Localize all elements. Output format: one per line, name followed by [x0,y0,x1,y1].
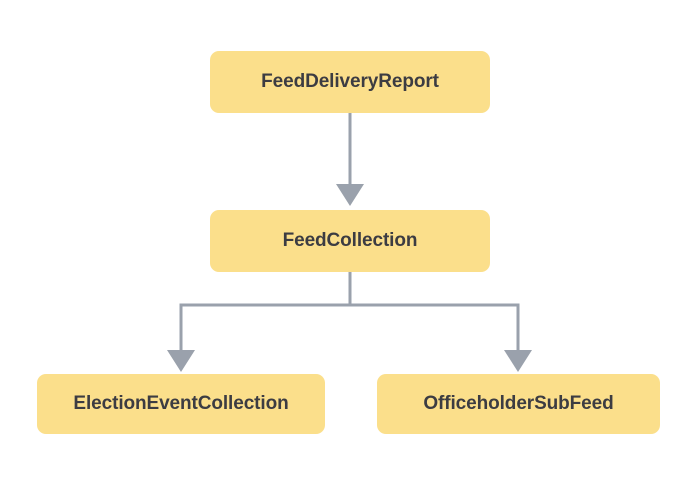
node-feed-delivery-report[interactable]: FeedDeliveryReport [210,51,490,113]
node-label: FeedDeliveryReport [261,70,439,92]
arrowhead-icon [167,350,195,372]
edge-feed-delivery-report-to-feed-collection [336,113,364,206]
node-label: FeedCollection [282,229,418,251]
node-label: ElectionEventCollection [73,392,289,414]
node-label: OfficeholderSubFeed [423,392,614,414]
edge-feed-collection-to-election-event-collection [167,305,195,372]
edge-feed-collection-to-officeholder-sub-feed [504,305,532,372]
node-election-event-collection[interactable]: ElectionEventCollection [37,374,325,434]
edge-feed-collection-branch [179,272,520,307]
node-feed-collection[interactable]: FeedCollection [210,210,490,272]
node-officeholder-sub-feed[interactable]: OfficeholderSubFeed [377,374,660,434]
arrowhead-icon [504,350,532,372]
arrowhead-icon [336,184,364,206]
